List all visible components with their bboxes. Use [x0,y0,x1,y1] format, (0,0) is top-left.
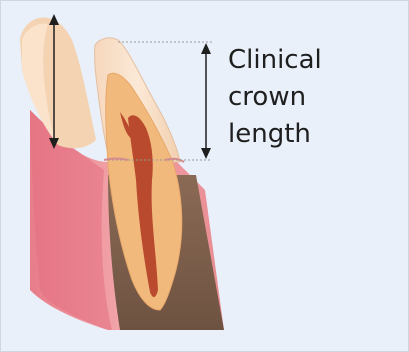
clinical-crown-length-label: Clinical crown length [228,42,322,153]
label-line-3: length [228,116,322,153]
label-line-2: crown [228,79,322,116]
clinical-crown-length-arrow [201,43,211,159]
label-line-1: Clinical [228,42,322,79]
